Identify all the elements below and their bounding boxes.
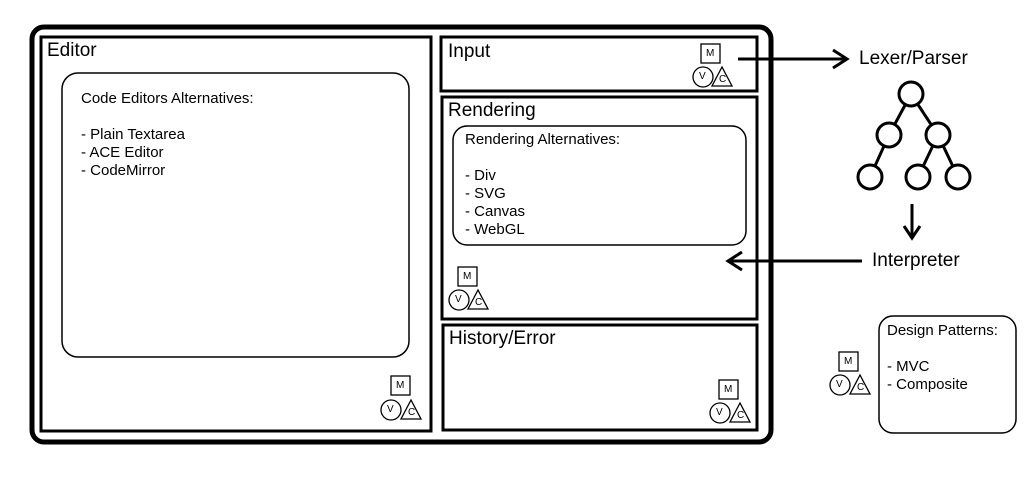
mvc-m-label: M xyxy=(396,380,405,391)
editor-note-item: - ACE Editor xyxy=(81,144,164,161)
syntax-tree-icon xyxy=(856,80,972,191)
editor-title: Editor xyxy=(47,40,97,61)
rendering-title: Rendering xyxy=(448,100,536,121)
mvc-v-label: V xyxy=(716,407,723,418)
tree-node-icon xyxy=(904,163,932,191)
editor-note-item: - Plain Textarea xyxy=(81,126,185,143)
arrow-to-lexer xyxy=(738,48,850,70)
history-title: History/Error xyxy=(449,328,556,349)
mvc-icon xyxy=(380,375,423,421)
editor-panel xyxy=(39,35,433,433)
tree-node-icon xyxy=(875,121,903,149)
mvc-m-label: M xyxy=(706,48,715,59)
rendering-note-box xyxy=(452,125,747,246)
tree-node-icon xyxy=(856,163,884,191)
mvc-c-label: C xyxy=(737,410,745,421)
interpreter-label: Interpreter xyxy=(872,250,960,271)
mvc-v-label: V xyxy=(387,404,394,415)
arrow-to-interpreter xyxy=(902,204,922,241)
mvc-icon xyxy=(692,43,734,88)
rendering-note-item: - Canvas xyxy=(465,203,526,220)
mvc-m-label: M xyxy=(463,271,472,282)
mvc-c-label: C xyxy=(475,297,483,308)
editor-note-heading: Code Editors Alternatives: xyxy=(81,90,254,107)
design-patterns-box xyxy=(878,315,1017,434)
tree-node-icon xyxy=(924,121,952,149)
mvc-c-label: C xyxy=(408,407,416,418)
mvc-v-label: V xyxy=(836,379,843,390)
arrow-to-rendering xyxy=(725,250,862,272)
mvc-m-label: M xyxy=(844,356,853,367)
mvc-v-label: V xyxy=(699,71,706,82)
editor-note-box xyxy=(61,72,410,358)
tree-node-icon xyxy=(944,163,972,191)
mvc-icon xyxy=(709,379,752,424)
mvc-m-label: M xyxy=(724,384,733,395)
rendering-note-heading: Rendering Alternatives: xyxy=(465,131,621,148)
rendering-note-item: - SVG xyxy=(465,185,506,202)
mvc-icon xyxy=(829,351,872,396)
input-title: Input xyxy=(448,41,491,62)
mvc-icon xyxy=(448,266,490,311)
app-frame xyxy=(29,24,774,445)
rendering-panel xyxy=(440,95,759,321)
design-pattern-item: - MVC xyxy=(887,358,930,375)
mvc-v-label: V xyxy=(455,294,462,305)
rendering-note-item: - Div xyxy=(465,167,496,184)
lexer-parser-label: Lexer/Parser xyxy=(859,48,968,69)
design-patterns-heading: Design Patterns: xyxy=(887,322,998,339)
mvc-c-label: C xyxy=(857,382,865,393)
history-panel xyxy=(441,323,759,432)
rendering-note-item: - WebGL xyxy=(465,221,525,238)
tree-node-icon xyxy=(897,80,925,108)
mvc-c-label: C xyxy=(719,74,727,85)
input-panel xyxy=(439,35,759,93)
design-pattern-item: - Composite xyxy=(887,376,968,393)
editor-note-item: - CodeMirror xyxy=(81,162,166,179)
